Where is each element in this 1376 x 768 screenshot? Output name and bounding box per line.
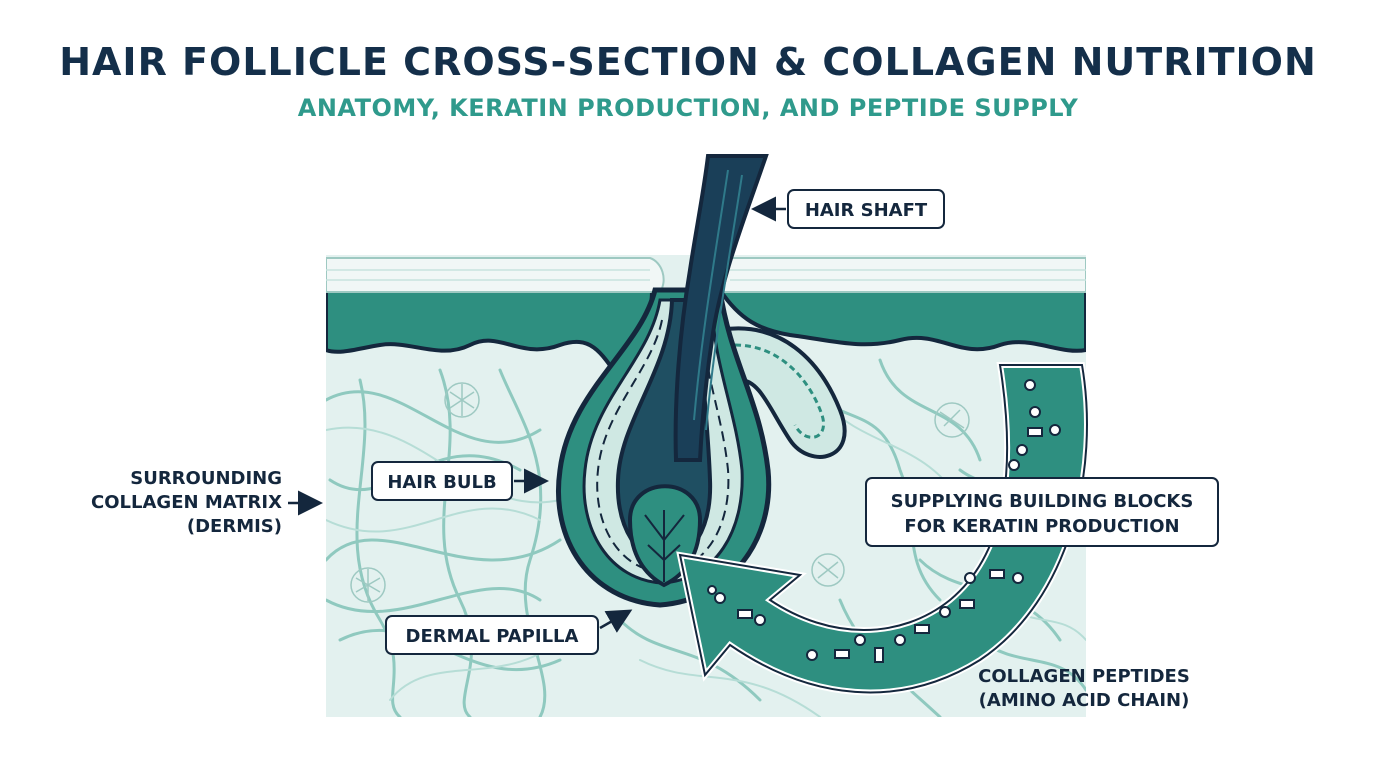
svg-text:SURROUNDING: SURROUNDING	[130, 468, 282, 489]
label-collagen-matrix: SURROUNDING COLLAGEN MATRIX (DERMIS)	[91, 468, 323, 537]
fiber-cell-icon	[350, 382, 970, 603]
svg-text:HAIR BULB: HAIR BULB	[387, 472, 496, 493]
svg-text:HAIR SHAFT: HAIR SHAFT	[805, 200, 928, 221]
label-collagen-peptides: COLLAGEN PEPTIDES (AMINO ACID CHAIN)	[978, 666, 1190, 711]
label-supplying-building-blocks: SUPPLYING BUILDING BLOCKS FOR KERATIN PR…	[865, 477, 1219, 547]
stratum-corneum	[326, 257, 665, 293]
label-hair-shaft: HAIR SHAFT	[751, 189, 945, 229]
svg-text:(DERMIS): (DERMIS)	[187, 516, 282, 537]
svg-text:(AMINO ACID CHAIN): (AMINO ACID CHAIN)	[979, 690, 1190, 711]
svg-text:COLLAGEN PEPTIDES: COLLAGEN PEPTIDES	[978, 666, 1190, 687]
label-dermal-papilla: DERMAL PAPILLA	[385, 609, 633, 655]
svg-text:DERMAL PAPILLA: DERMAL PAPILLA	[406, 626, 579, 647]
svg-text:SUPPLYING BUILDING BLOCKS: SUPPLYING BUILDING BLOCKS	[891, 491, 1194, 512]
amino-acid-chain	[707, 379, 1061, 663]
svg-text:FOR KERATIN PRODUCTION: FOR KERATIN PRODUCTION	[904, 516, 1179, 537]
page-title: HAIR FOLLICLE CROSS-SECTION & COLLAGEN N…	[59, 40, 1317, 84]
label-hair-bulb: HAIR BULB	[371, 461, 549, 501]
epidermis-right	[716, 288, 1086, 353]
stratum-corneum-right	[715, 257, 1086, 293]
svg-text:COLLAGEN MATRIX: COLLAGEN MATRIX	[91, 492, 282, 513]
page-subtitle: ANATOMY, KERATIN PRODUCTION, AND PEPTIDE…	[297, 94, 1079, 122]
